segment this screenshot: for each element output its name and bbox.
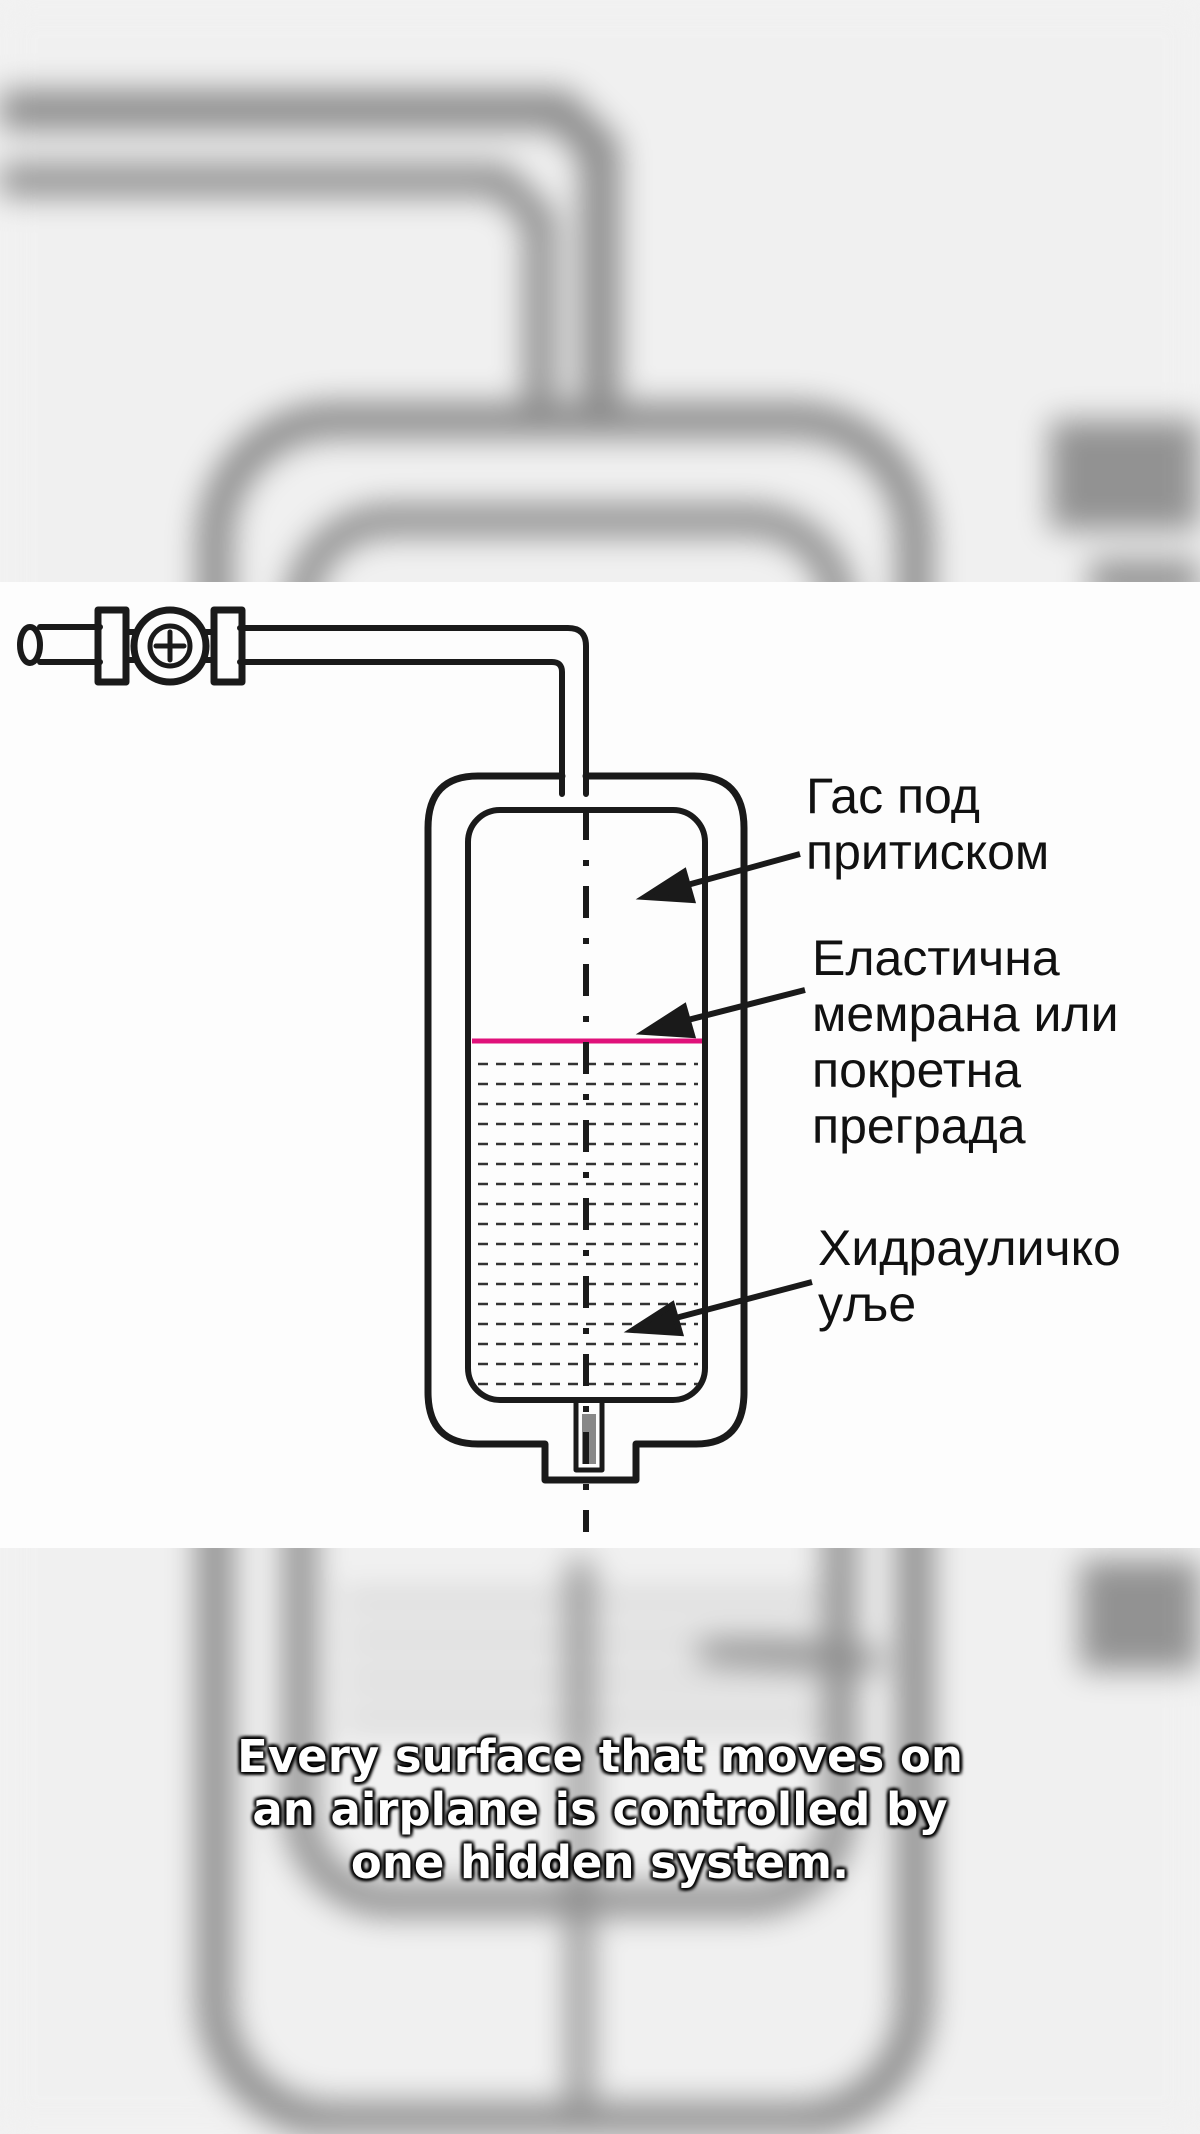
subtitle-caption: Every surface that moves on an airplane … (237, 1730, 963, 1889)
accumulator-diagram (17, 606, 813, 1532)
label-membrane: Еластична мемрана или покретна преграда (812, 930, 1119, 1154)
label-gas: Гас под притиском (806, 768, 1050, 880)
label-arrows (623, 851, 813, 1337)
diagram-panel: Гас под притиском Еластична мемрана или … (0, 582, 1200, 1548)
inlet-pipe (17, 624, 589, 797)
label-hydraulic-oil: Хидрауличко уље (818, 1220, 1121, 1332)
accumulator-outer-shell (424, 772, 748, 1484)
valve-icon (94, 606, 246, 686)
